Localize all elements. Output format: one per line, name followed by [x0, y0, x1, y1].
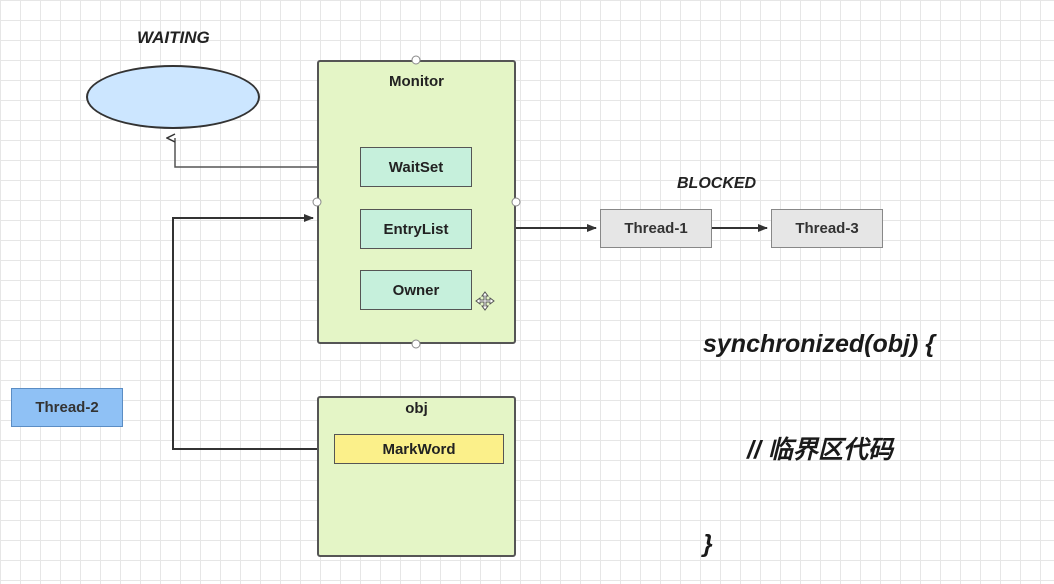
markword-box[interactable]: MarkWord [334, 434, 504, 464]
waitset-to-waiting-connector [175, 138, 360, 168]
code-line-comment: // 临界区代码 [747, 436, 893, 464]
markword-to-monitor-connector [172, 214, 334, 450]
code-line-synchronized: synchronized(obj) { [703, 330, 935, 358]
waiting-ellipse [86, 65, 260, 129]
thread-1-box[interactable]: Thread-1 [600, 209, 712, 248]
waitset-box[interactable]: WaitSet [360, 147, 472, 187]
obj-title: obj [405, 400, 428, 417]
thread-3-box[interactable]: Thread-3 [771, 209, 883, 248]
move-cursor-icon [475, 291, 495, 311]
owner-box[interactable]: Owner [360, 270, 472, 310]
obj-box [317, 396, 516, 557]
blocked-label: BLOCKED [677, 175, 757, 192]
handle-top[interactable] [411, 55, 421, 65]
handle-bottom[interactable] [411, 339, 421, 349]
entrylist-box[interactable]: EntryList [360, 209, 472, 249]
monitor-title: Monitor [389, 73, 444, 90]
handle-left[interactable] [312, 197, 322, 207]
code-line-close-brace: } [703, 530, 713, 558]
waiting-label: WAITING [137, 28, 210, 47]
handle-right[interactable] [511, 197, 521, 207]
thread-2-box[interactable]: Thread-2 [11, 388, 123, 427]
